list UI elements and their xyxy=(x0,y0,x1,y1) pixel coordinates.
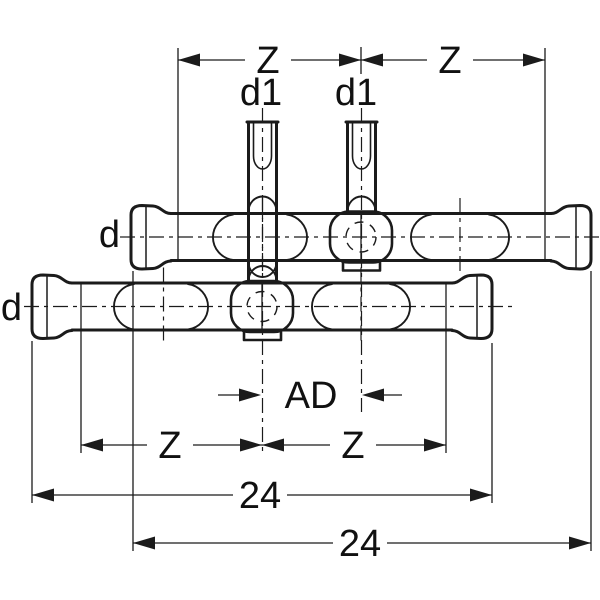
extension-lines xyxy=(31,47,592,551)
dim-label-ad: AD xyxy=(285,375,338,417)
right-branch-riser xyxy=(344,120,379,214)
dim-label-d1-right: d1 xyxy=(335,72,377,114)
arrowheads xyxy=(32,53,591,550)
dim-label-z-bottom-left: Z xyxy=(158,425,181,467)
left-branch-riser xyxy=(245,120,280,283)
dim-label-d-upper: d xyxy=(99,214,120,256)
dimension-labels: Z Z d1 d1 d d AD Z Z 24 24 xyxy=(1,40,462,565)
dim-label-24-lower: 24 xyxy=(239,475,281,517)
dim-label-z-top-right: Z xyxy=(438,40,461,82)
label-masks xyxy=(147,42,473,559)
dim-label-d1-left: d1 xyxy=(240,72,282,114)
lower-manifold-pipe xyxy=(30,266,494,343)
dim-label-z-top-left: Z xyxy=(256,40,279,82)
dimension-lines xyxy=(32,59,591,544)
dim-label-d-lower: d xyxy=(1,287,22,329)
dim-label-24-upper: 24 xyxy=(339,523,381,565)
dim-label-z-bottom-right: Z xyxy=(341,425,364,467)
